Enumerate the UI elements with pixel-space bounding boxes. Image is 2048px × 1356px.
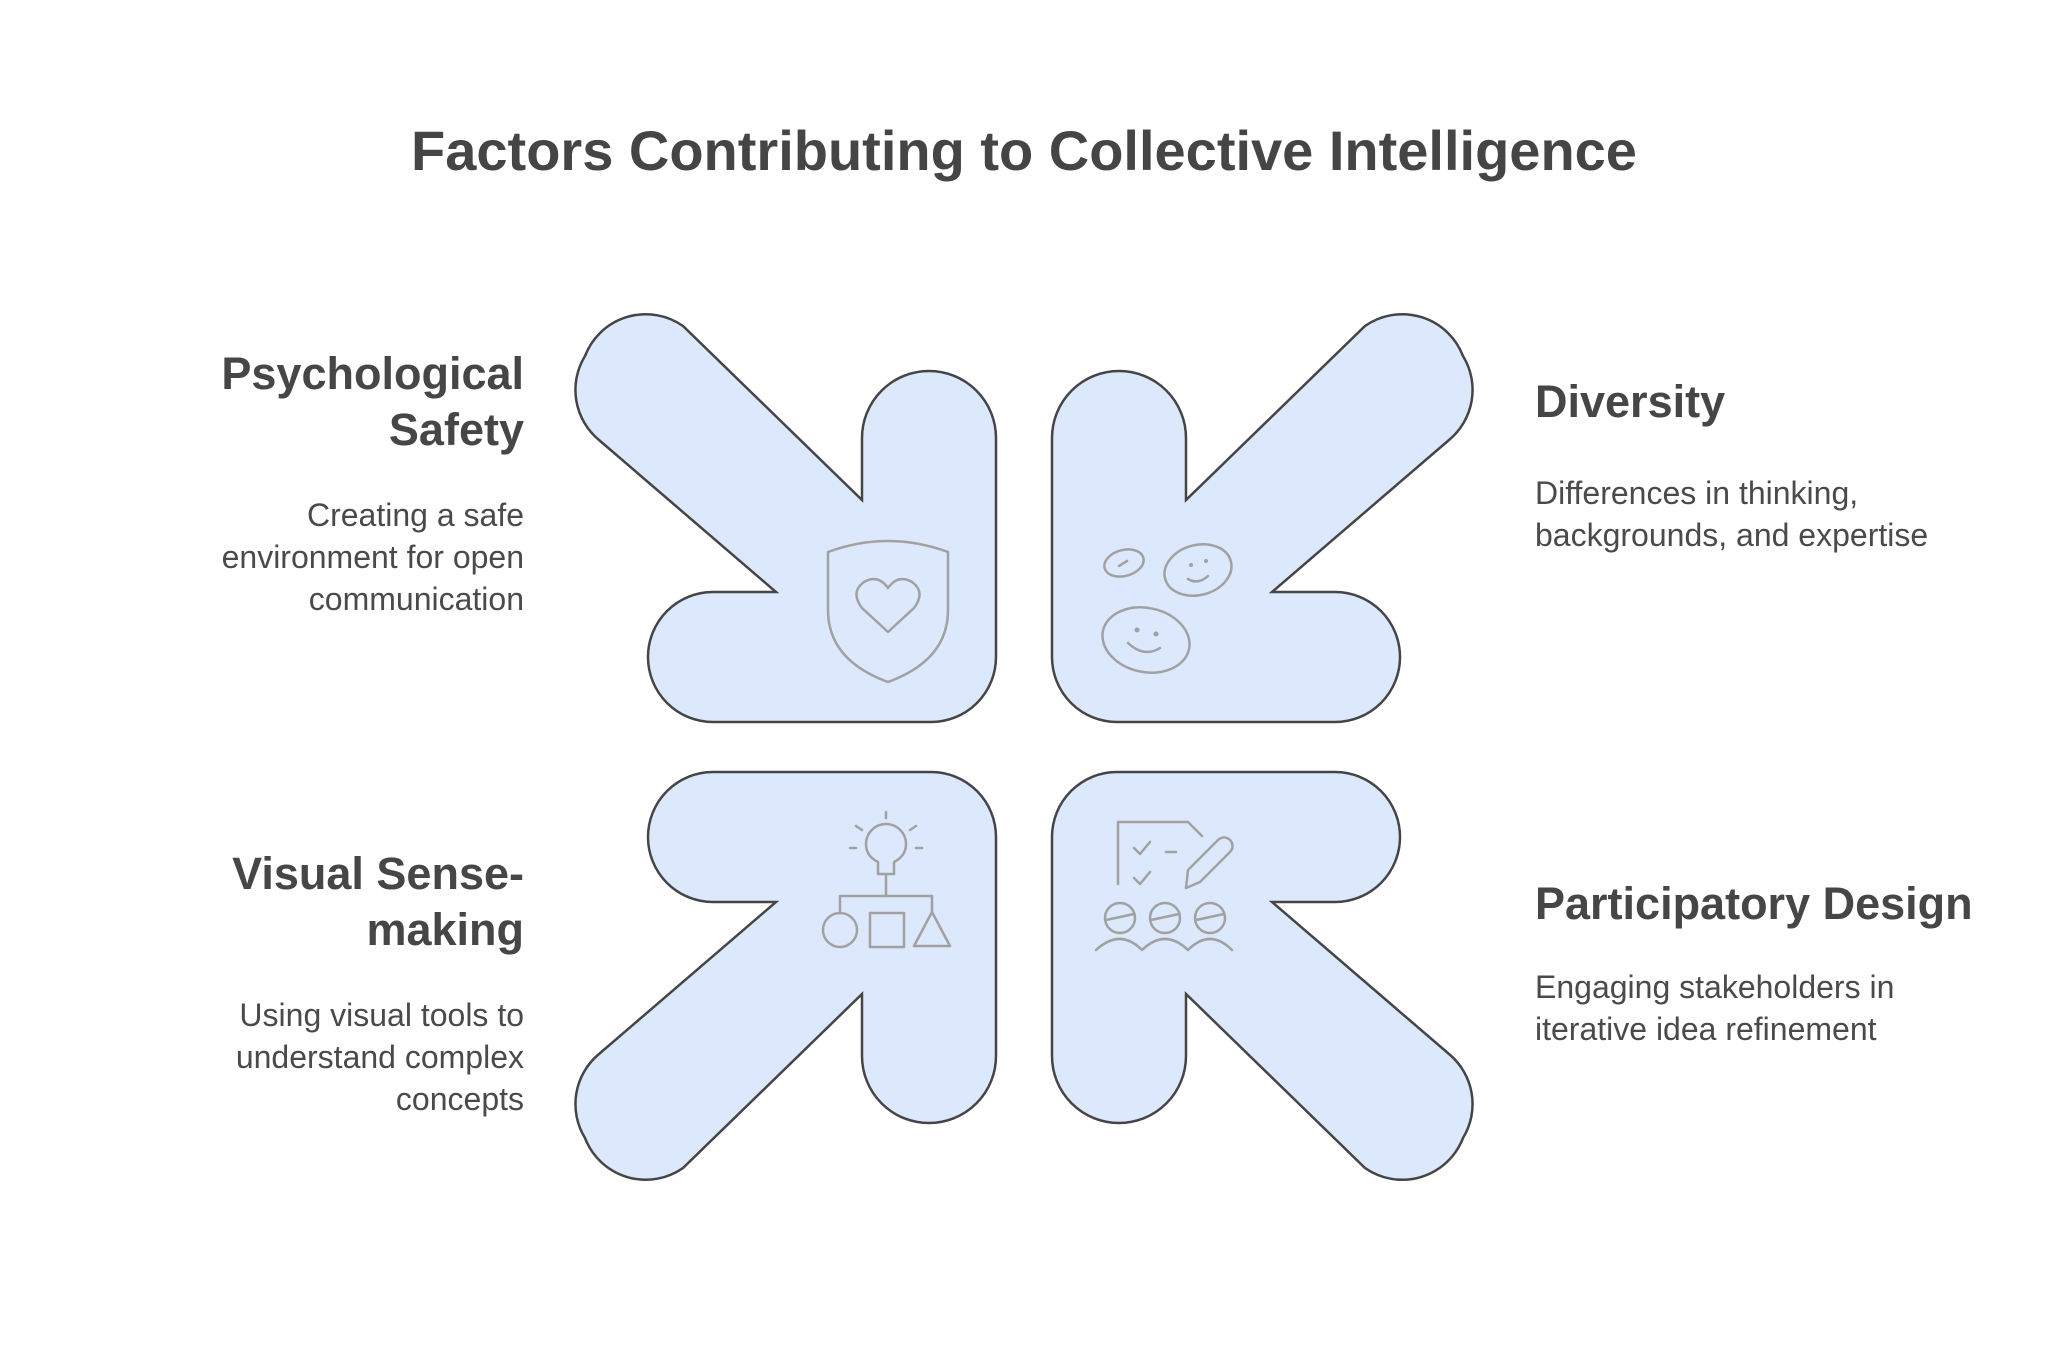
shield-heart-icon — [826, 539, 950, 684]
factor-title: Psychological Safety — [221, 348, 524, 455]
idea-shapes-icon — [821, 810, 952, 949]
factor-visual-sense-making: Visual Sense-making Using visual tools t… — [150, 846, 524, 1120]
factor-description: Creating a safe environment for open com… — [221, 497, 524, 617]
collaborative-design-icon — [1094, 820, 1234, 952]
factor-description: Differences in thinking, backgrounds, an… — [1535, 475, 1929, 553]
diverse-faces-icon — [1101, 543, 1233, 674]
factor-participatory-design: Participatory Design Engaging stakeholde… — [1535, 876, 1975, 1050]
factor-title: Diversity — [1535, 376, 1726, 427]
factor-psychological-safety: Psychological Safety Creating a safe env… — [150, 346, 524, 620]
arrow-top-left — [574, 312, 998, 724]
arrow-bottom-left — [574, 770, 998, 1182]
factor-diversity: Diversity Differences in thinking, backg… — [1535, 374, 1975, 556]
factor-title: Participatory Design — [1535, 878, 1973, 929]
arrow-bottom-right — [1050, 770, 1474, 1182]
factor-title: Visual Sense-making — [232, 848, 524, 955]
diagram-title: Factors Contributing to Collective Intel… — [411, 119, 1637, 182]
arrow-top-right — [1050, 312, 1474, 724]
factor-description: Using visual tools to understand complex… — [235, 997, 524, 1117]
factor-description: Engaging stakeholders in iterative idea … — [1535, 969, 1895, 1047]
